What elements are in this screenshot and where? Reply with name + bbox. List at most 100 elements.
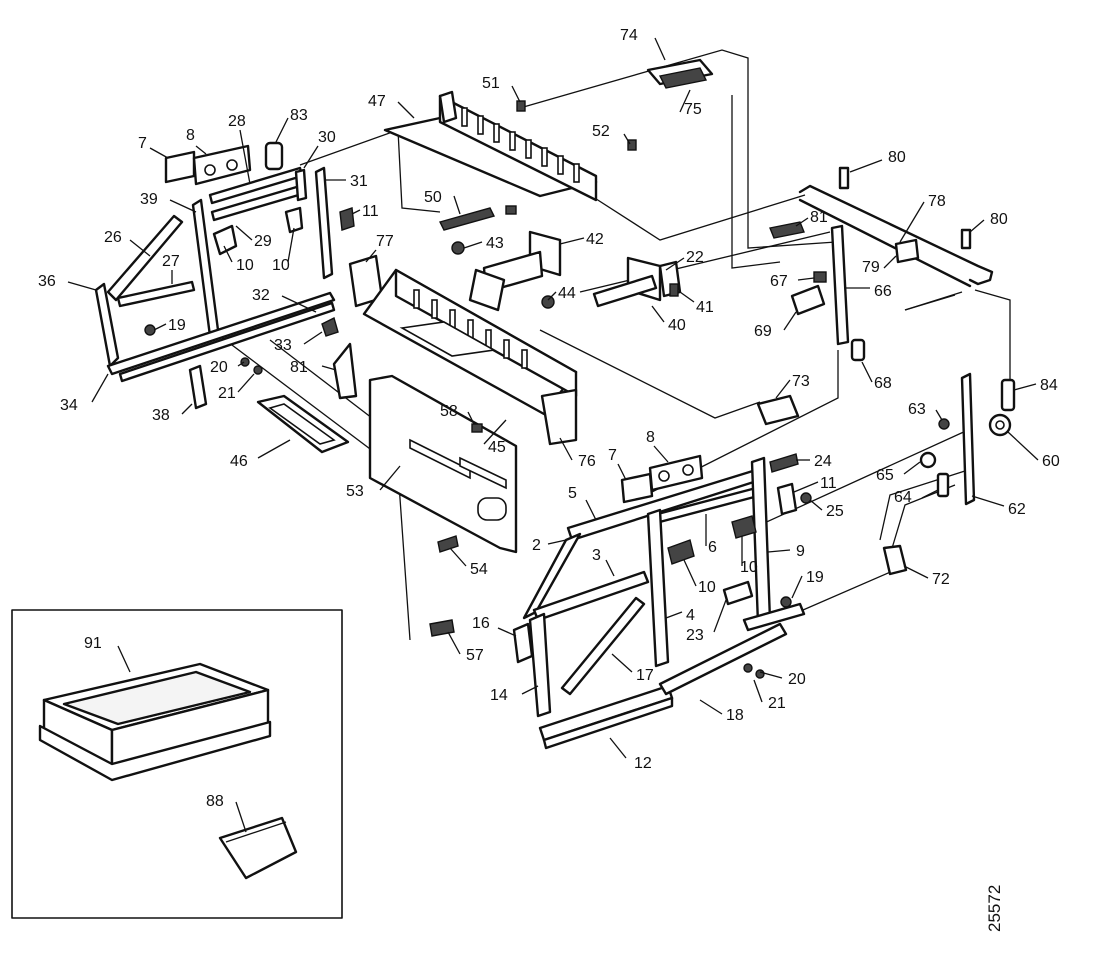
callout-label-40: 40 — [668, 317, 686, 334]
bracket-83 — [264, 141, 284, 171]
leader-line-64 — [921, 489, 939, 499]
leader-line-41 — [679, 291, 695, 303]
inset-border — [11, 609, 343, 919]
nut-21-right — [755, 669, 765, 679]
leader-line-63 — [935, 409, 943, 421]
leader-line-17 — [611, 653, 633, 673]
leader-line-19 — [791, 575, 803, 599]
clip-33 — [321, 316, 339, 337]
leader-line-68 — [861, 361, 873, 383]
leader-line-80 — [969, 219, 985, 233]
leader-line-21 — [753, 679, 763, 703]
callout-label-7: 7 — [138, 135, 147, 152]
leader-line-36 — [67, 281, 97, 291]
plate-8-right — [648, 454, 704, 492]
callout-label-41: 41 — [696, 299, 714, 316]
hinge-75 — [658, 67, 708, 89]
callout-label-16: 16 — [472, 615, 490, 632]
bracket-64 — [936, 472, 950, 498]
callout-label-64: 64 — [894, 489, 912, 506]
clip-72 — [882, 544, 908, 576]
callout-label-54: 54 — [470, 561, 488, 578]
leader-line-78 — [899, 201, 925, 243]
screw-63 — [938, 418, 950, 430]
callout-label-19: 19 — [168, 317, 186, 334]
nut-44 — [541, 295, 555, 309]
callout-label-58: 58 — [440, 403, 458, 420]
pin-41 — [669, 283, 679, 297]
leader-line-5 — [585, 499, 597, 521]
hinge-81-right — [769, 221, 805, 239]
callout-label-51: 51 — [482, 75, 500, 92]
leader-line-30 — [303, 145, 319, 169]
clip-79 — [894, 238, 920, 264]
leader-line-69 — [783, 311, 797, 331]
callout-label-63: 63 — [908, 401, 926, 418]
callout-label-10: 10 — [236, 257, 254, 274]
leader-line-75 — [679, 89, 691, 113]
left-frame-assembly — [94, 141, 355, 410]
leader-line-21 — [237, 373, 255, 393]
plate-7-left — [164, 150, 196, 184]
callout-label-29: 29 — [254, 233, 272, 250]
leader-line-32 — [281, 295, 317, 313]
leader-line-60 — [1007, 431, 1039, 461]
callout-label-17: 17 — [636, 667, 654, 684]
leader-line-9 — [767, 549, 791, 553]
brace-17 — [560, 596, 646, 696]
callout-label-9: 9 — [796, 543, 805, 560]
leader-line-10 — [287, 227, 295, 263]
front-frame-assembly — [512, 453, 812, 750]
rail-27 — [116, 280, 196, 308]
leader-line-80 — [849, 159, 883, 173]
leader-line-58 — [467, 411, 475, 425]
leader-line-73 — [775, 379, 791, 399]
callout-label-39: 39 — [140, 191, 158, 208]
callout-label-84: 84 — [1040, 377, 1058, 394]
leader-line-20 — [759, 671, 783, 679]
callout-label-23: 23 — [686, 627, 704, 644]
leader-line-14 — [521, 685, 539, 695]
leader-line-65 — [903, 461, 921, 475]
right-rail-assembly — [756, 166, 1016, 576]
callout-label-62: 62 — [1008, 501, 1026, 518]
post-66 — [830, 224, 850, 346]
callout-label-72: 72 — [932, 571, 950, 588]
post-62 — [960, 372, 976, 506]
callout-label-4: 4 — [686, 607, 695, 624]
callout-label-3: 3 — [592, 547, 601, 564]
hinge-10-right-a — [667, 539, 695, 565]
callout-label-27: 27 — [162, 253, 180, 270]
callout-label-5: 5 — [568, 485, 577, 502]
callout-label-12: 12 — [634, 755, 652, 772]
leader-line-39 — [169, 199, 197, 213]
callout-label-31: 31 — [350, 173, 368, 190]
post-4 — [646, 508, 670, 668]
callout-label-47: 47 — [368, 93, 386, 110]
callout-label-26: 26 — [104, 229, 122, 246]
callout-label-19: 19 — [806, 569, 824, 586]
nut-43 — [451, 241, 465, 255]
screw-58 — [471, 423, 483, 433]
bracket-69 — [790, 284, 826, 316]
clip-30 — [294, 168, 308, 202]
bolt-19-left — [144, 324, 156, 336]
callout-label-52: 52 — [592, 123, 610, 140]
callout-label-65: 65 — [876, 467, 894, 484]
leader-line-50 — [453, 195, 461, 215]
leader-line-44 — [547, 291, 557, 301]
leader-line-42 — [559, 237, 585, 245]
plate-7-right — [620, 472, 654, 504]
leader-line-43 — [463, 241, 483, 249]
callout-label-79: 79 — [862, 259, 880, 276]
clip-16 — [512, 622, 534, 664]
callout-label-42: 42 — [586, 231, 604, 248]
callout-label-81: 81 — [810, 209, 828, 226]
leader-line-47 — [397, 101, 415, 119]
sill-34 — [106, 291, 336, 376]
callout-label-21: 21 — [218, 385, 236, 402]
callout-label-20: 20 — [788, 671, 806, 688]
callout-label-44: 44 — [558, 285, 576, 302]
nut-21-left — [253, 365, 263, 375]
